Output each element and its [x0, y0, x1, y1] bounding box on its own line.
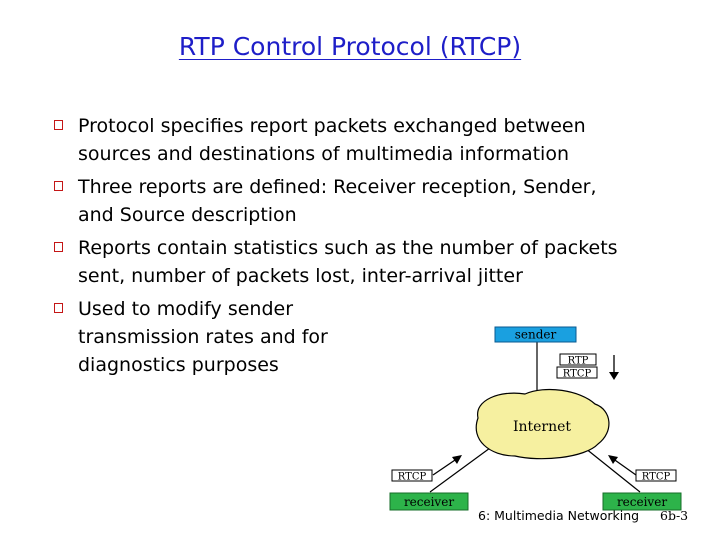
bullet-item: Three reports are defined: Receiver rece… — [52, 173, 618, 229]
rtp-label-box — [559, 353, 597, 366]
bullet-text: Three reports are defined: Receiver rece… — [78, 176, 597, 226]
left-up-arrow-line — [432, 457, 459, 476]
receiver-right-label: receiver — [617, 495, 667, 509]
receiver-right-box — [602, 492, 682, 511]
right-up-arrow-line — [611, 457, 637, 476]
left-receiver-link-line — [429, 447, 491, 493]
rtcp-left-label: RTCP — [398, 472, 427, 483]
slide-title: RTP Control Protocol (RTCP) — [178, 32, 522, 61]
rtcp-left-label-box — [391, 469, 433, 482]
rtcp-top-label: RTCP — [563, 369, 592, 380]
bullet-text: Reports contain statistics such as the n… — [78, 237, 618, 287]
bullet-text: Protocol specifies report packets exchan… — [78, 115, 586, 165]
footer-course-label: 6: Multimedia Networking — [478, 508, 640, 523]
bullet-item: Used to modify sender transmission rates… — [52, 295, 348, 379]
bullet-item: Reports contain statistics such as the n… — [52, 234, 648, 290]
rtcp-right-label: RTCP — [642, 472, 671, 483]
bullet-box-icon — [54, 120, 63, 130]
down-arrow-icon — [609, 372, 619, 380]
right-up-arrow-icon — [608, 455, 618, 464]
rtcp-right-label-box — [635, 469, 677, 482]
page-number: 6b-3 — [660, 508, 689, 523]
bullet-list: Protocol specifies report packets exchan… — [52, 112, 692, 384]
right-receiver-link-line — [584, 447, 641, 493]
receiver-left-label: receiver — [404, 495, 454, 509]
receiver-left-box — [389, 492, 469, 511]
internet-cloud — [475, 388, 610, 460]
sender-box — [494, 326, 577, 343]
left-up-arrow-icon — [452, 455, 462, 464]
sender-label: sender — [515, 328, 557, 342]
bullet-box-icon — [54, 242, 63, 252]
bullet-item: Protocol specifies report packets exchan… — [52, 112, 618, 168]
internet-label: Internet — [513, 419, 571, 435]
bullet-box-icon — [54, 303, 63, 313]
rtp-label: RTP — [568, 356, 589, 367]
rtcp-top-label-box — [556, 366, 598, 379]
bullet-text: Used to modify sender transmission rates… — [78, 298, 328, 376]
bullet-box-icon — [54, 181, 63, 191]
